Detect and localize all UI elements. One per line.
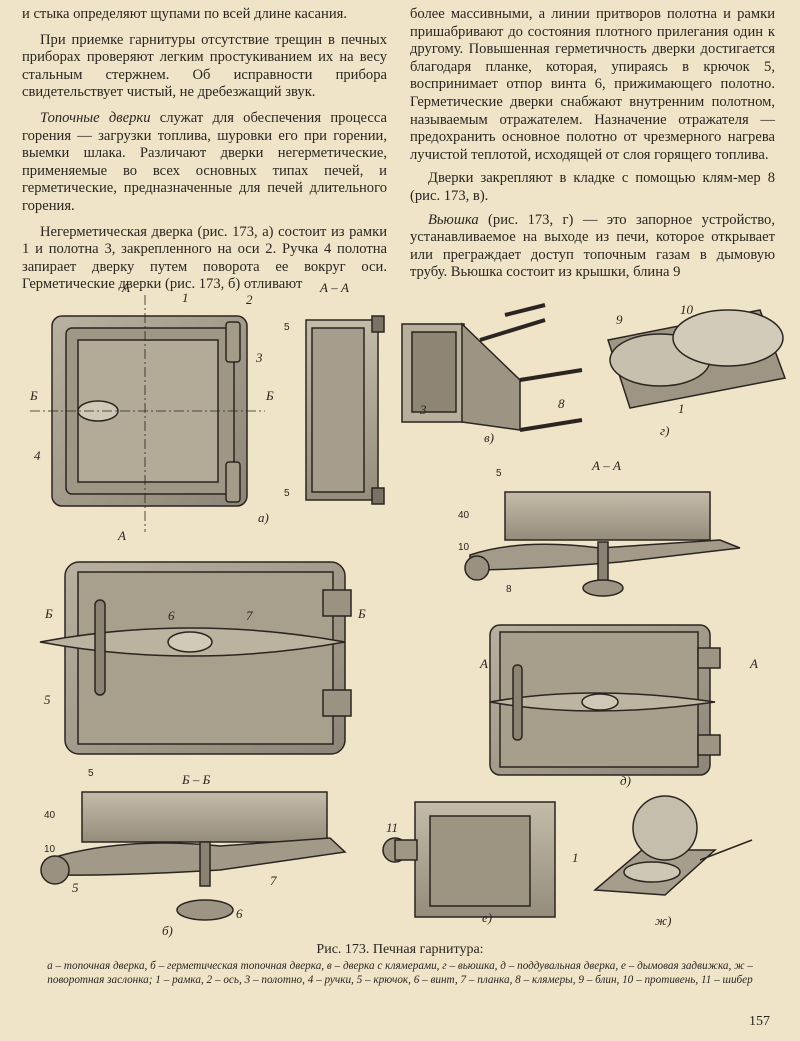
svg-text:в): в) xyxy=(484,430,494,445)
paragraph: Вьюшка (рис. 173, г) — это запорное устр… xyxy=(410,211,775,281)
svg-text:10: 10 xyxy=(458,542,470,553)
svg-text:А: А xyxy=(117,528,126,543)
svg-text:40: 40 xyxy=(458,510,470,521)
svg-text:7: 7 xyxy=(270,873,277,888)
paragraph: Дверки закрепляют в кладке с помощью кля… xyxy=(410,170,775,204)
term: Вьюшка xyxy=(428,211,479,228)
svg-text:3: 3 xyxy=(255,350,263,365)
svg-text:8: 8 xyxy=(506,584,512,595)
drawing-b-section xyxy=(40,791,347,921)
svg-text:Б: Б xyxy=(29,388,38,403)
svg-text:Б: Б xyxy=(44,606,53,621)
figure-173: а) в) г) д) б) е) ж) А – А А – А Б – Б А… xyxy=(0,270,800,940)
drawing-g xyxy=(607,309,787,409)
figure-caption: Рис. 173. Печная гарнитура: а – топочная… xyxy=(30,942,770,987)
paragraph: Топочные дверки служат для обеспечения п… xyxy=(22,109,387,214)
figure-drawing: а) в) г) д) б) е) ж) А – А А – А Б – Б А… xyxy=(29,280,787,938)
drawing-e xyxy=(382,801,556,918)
paragraph: более массивными, а линии притворов поло… xyxy=(410,6,775,163)
svg-text:б): б) xyxy=(162,923,173,938)
svg-text:5: 5 xyxy=(88,768,94,779)
svg-text:10: 10 xyxy=(680,302,694,317)
svg-text:2: 2 xyxy=(246,292,253,307)
svg-text:3: 3 xyxy=(419,402,427,417)
svg-text:40: 40 xyxy=(44,810,56,821)
figure-labels: а) в) г) д) б) е) ж) А – А А – А Б – Б А… xyxy=(29,280,758,938)
svg-text:1: 1 xyxy=(572,850,579,865)
svg-text:5: 5 xyxy=(44,692,51,707)
drawing-b-front xyxy=(39,561,352,755)
svg-text:5: 5 xyxy=(496,468,502,479)
svg-text:е): е) xyxy=(482,910,492,925)
svg-text:а): а) xyxy=(258,510,269,525)
text-column-right: более массивными, а линии притворов поло… xyxy=(410,6,775,282)
paragraph: Негерметическая дверка (рис. 173, а) сос… xyxy=(22,223,387,293)
drawing-d-front xyxy=(489,624,721,776)
caption-legend: а – топочная дверка, б – герметическая т… xyxy=(47,960,753,986)
svg-text:11: 11 xyxy=(386,820,398,835)
svg-text:1: 1 xyxy=(182,290,189,305)
drawing-d-section xyxy=(464,491,741,597)
text-column-left: и стыка определяют щупами по всей длине … xyxy=(22,6,387,294)
caption-title: Рис. 173. Печная гарнитура: xyxy=(316,942,484,957)
svg-text:д): д) xyxy=(620,773,631,788)
svg-text:А: А xyxy=(121,280,130,295)
drawing-v xyxy=(401,303,583,432)
drawing-a-front xyxy=(30,295,265,532)
svg-text:А – А: А – А xyxy=(319,280,349,295)
drawing-zh xyxy=(593,795,753,896)
svg-text:5: 5 xyxy=(284,488,290,499)
paragraph: При приемке гарнитуры отсутствие трещин … xyxy=(22,31,387,101)
svg-text:ж): ж) xyxy=(655,913,671,928)
svg-text:Б – Б: Б – Б xyxy=(181,772,211,787)
svg-text:7: 7 xyxy=(246,608,253,623)
svg-text:6: 6 xyxy=(168,608,175,623)
svg-text:г): г) xyxy=(660,423,669,438)
svg-text:А: А xyxy=(479,656,488,671)
svg-text:5: 5 xyxy=(284,322,290,333)
svg-text:6: 6 xyxy=(236,906,243,921)
svg-text:А: А xyxy=(749,656,758,671)
term: Топочные дверки xyxy=(40,109,151,126)
svg-text:5: 5 xyxy=(72,880,79,895)
page-number: 157 xyxy=(749,1014,770,1029)
svg-text:Б: Б xyxy=(265,388,274,403)
svg-text:Б: Б xyxy=(357,606,366,621)
drawing-a-section xyxy=(305,315,385,505)
svg-text:1: 1 xyxy=(678,401,685,416)
svg-text:9: 9 xyxy=(616,312,623,327)
paragraph: и стыка определяют щупами по всей длине … xyxy=(22,6,348,22)
svg-text:4: 4 xyxy=(34,448,41,463)
svg-text:8: 8 xyxy=(558,396,565,411)
svg-text:А – А: А – А xyxy=(591,458,621,473)
svg-text:10: 10 xyxy=(44,844,56,855)
